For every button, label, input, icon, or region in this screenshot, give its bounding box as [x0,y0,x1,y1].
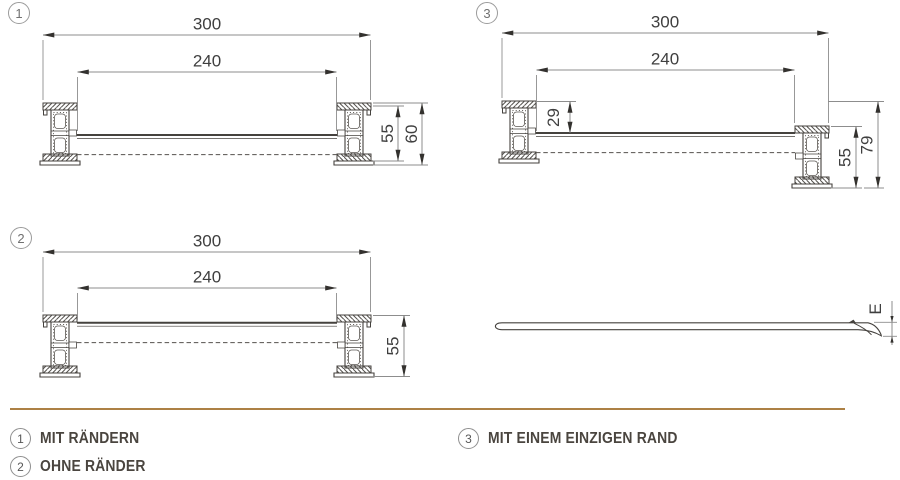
rail-right [333,314,375,378]
deck-panel [536,133,795,153]
legend-label-3: MIT EINEM EINZIGEN RAND [488,429,678,447]
diagram-3-number: 3 [476,2,498,24]
legend-item-2: 2 OHNE RÄNDER [10,456,161,477]
dim-inner-width: 240 [537,50,795,132]
dim-text-300: 300 [193,232,221,251]
dim-text-55: 55 [836,148,855,167]
rail-right [333,102,375,166]
legend-label-1: MIT RÄNDERN [40,429,140,447]
legend-label-2: OHNE RÄNDER [40,457,146,475]
dim-outer-height: 60 [373,103,428,165]
dim-inner-height: 55 [373,106,404,161]
dim-height: 55 [373,316,410,377]
diagram-2-cross-section: 300 240 55 [39,232,450,378]
dim-outer-width: 300 [43,232,371,313]
dim-thickness-E: E [866,301,897,345]
dim-text-300: 300 [651,13,679,32]
diagram-1-cross-section: 300 240 55 60 [39,15,450,166]
profile-side-view: E [450,270,900,400]
legend-item-3: 3 MIT EINEM EINZIGEN RAND [458,428,706,449]
dim-edge-offset: 29 [537,102,576,134]
diagram-2-number: 2 [10,227,32,249]
legend-number-3-icon: 3 [458,428,479,449]
deck-panel [77,323,337,343]
dim-text-E: E [866,303,885,314]
deck-panel [77,135,337,155]
dim-text-240: 240 [193,268,221,287]
blade-tip-notch [848,319,856,323]
dim-rail-height: 55 [831,127,862,189]
dim-total-height: 79 [828,102,884,189]
dim-inner-width: 240 [78,268,337,321]
rail-left [498,100,540,164]
dim-inner-width: 240 [78,52,337,132]
legend-divider [10,408,845,411]
dim-text-60: 60 [402,125,421,144]
legend-item-1: 1 MIT RÄNDERN [10,428,154,449]
blade-profile [495,323,881,336]
dim-text-240: 240 [651,50,679,69]
dim-text-300: 300 [193,15,221,34]
dim-text-29: 29 [544,108,563,127]
rail-left [39,102,81,166]
dim-text-55: 55 [378,124,397,143]
diagram-3-cross-section: 300 240 29 55 79 [498,13,900,189]
legend-number-1-icon: 1 [10,428,31,449]
dim-outer-width: 300 [502,13,829,124]
dim-text-79: 79 [858,136,877,155]
diagram-1-number: 1 [8,2,30,24]
dim-text-55: 55 [384,337,403,356]
legend-number-2-icon: 2 [10,456,31,477]
dim-text-240: 240 [193,52,221,71]
blade-tip-curve [854,323,872,335]
rail-left [39,314,81,378]
dim-outer-width: 300 [43,15,371,101]
rail-right [791,125,833,189]
